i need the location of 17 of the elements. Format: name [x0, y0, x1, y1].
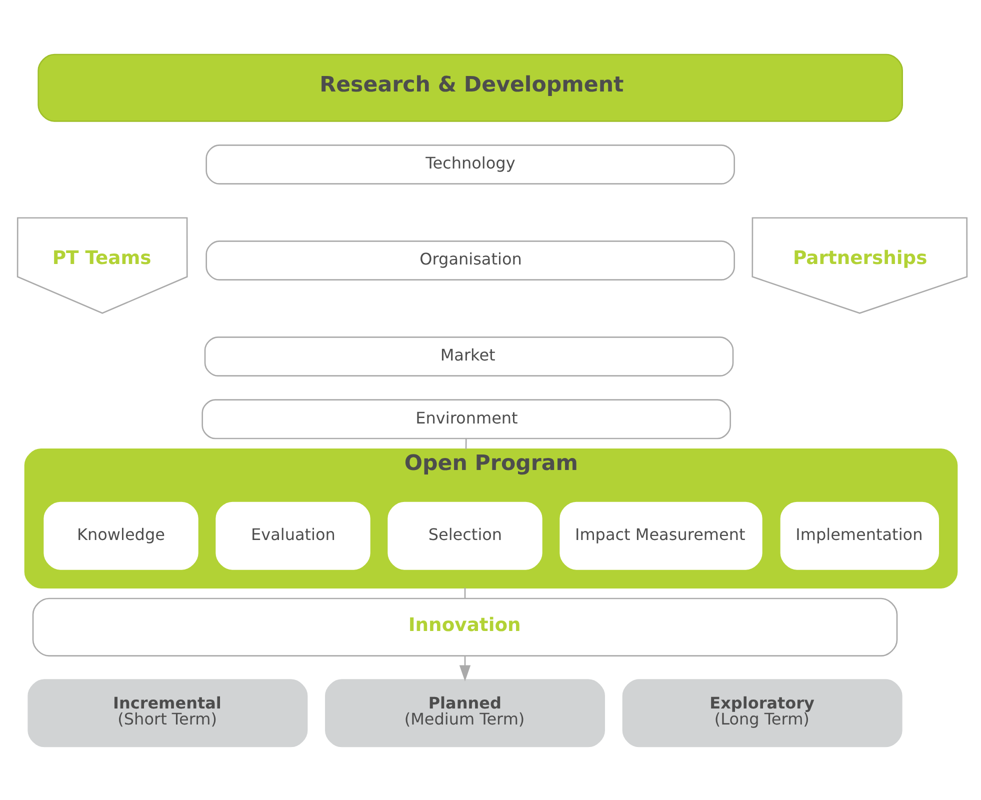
node-box: Evaluation: [215, 501, 370, 570]
connector: [464, 587, 466, 598]
node-box: Implementation: [780, 501, 938, 570]
node-box: Selection: [387, 501, 542, 570]
node-box: Organisation: [205, 240, 734, 280]
node-box: Incremental (Short Term): [27, 678, 308, 747]
node-box: Research & Development: [37, 53, 902, 122]
node-box: Impact Measurement: [559, 501, 762, 570]
node-box: Environment: [201, 398, 730, 439]
connector: [464, 438, 466, 449]
node-box: Innovation: [32, 597, 898, 656]
arrow: [458, 656, 470, 681]
node-box: Market: [204, 336, 734, 376]
node-box: Planned (Medium Term): [324, 678, 604, 747]
node-box: Technology: [205, 144, 734, 184]
node-box: Exploratory (Long Term): [622, 678, 902, 747]
node-box: Knowledge: [43, 501, 198, 570]
